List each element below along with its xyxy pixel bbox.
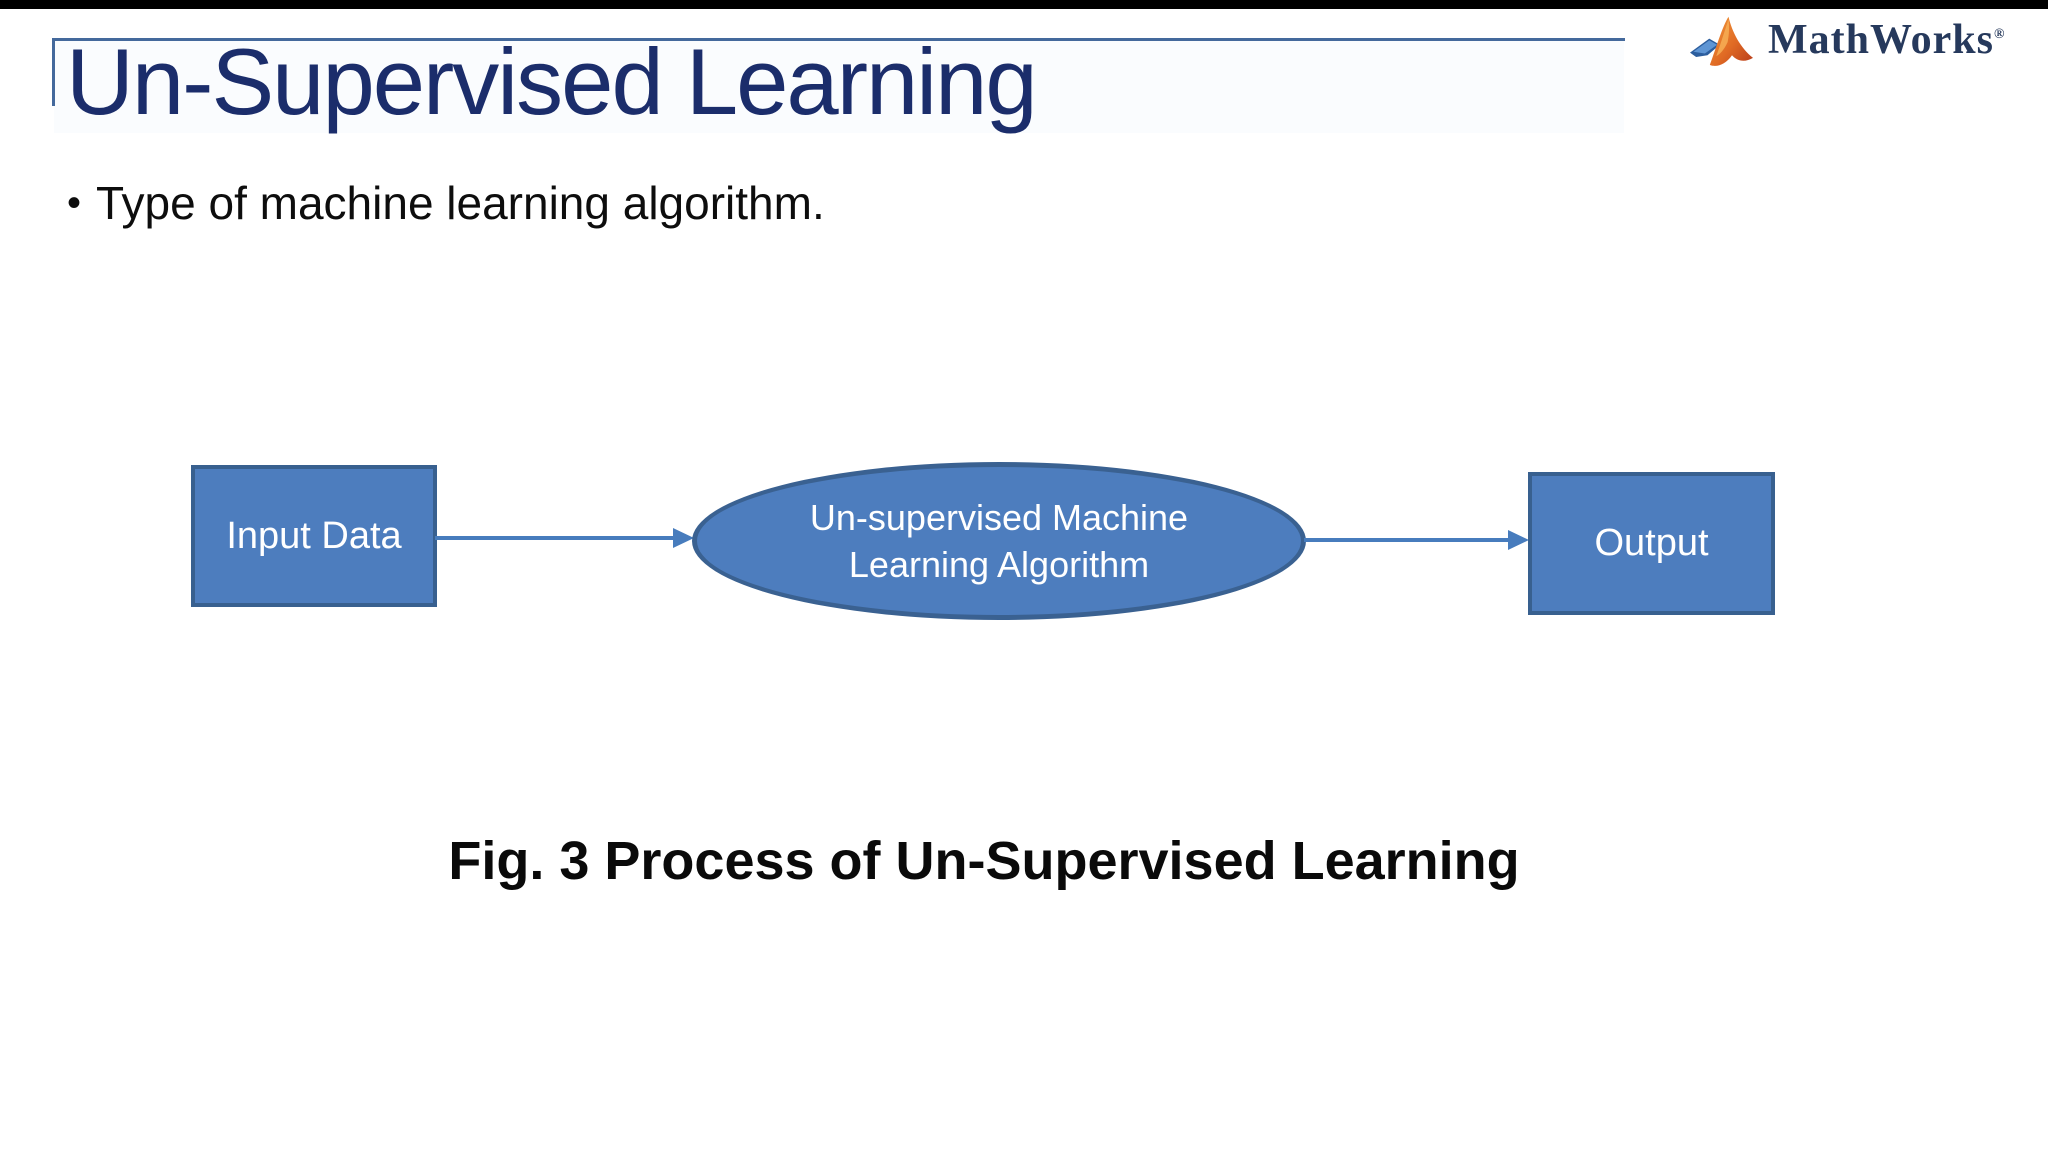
algorithm-label-line1: Un-supervised Machine [809, 497, 1189, 538]
diagram-node-algorithm: Un-supervised Machine Learning Algorithm [692, 462, 1306, 620]
bullet-item: • Type of machine learning algorithm. [52, 176, 825, 231]
diagram-node-output: Output [1528, 472, 1775, 615]
title-frame-left-line [52, 38, 55, 106]
page-title: Un-Supervised Learning [66, 29, 1038, 134]
bullet-marker: • [66, 181, 81, 225]
mathworks-logo: MathWorks® [1690, 14, 2004, 72]
mathworks-wordmark: MathWorks® [1768, 14, 2004, 61]
title-frame-top-line [52, 38, 1625, 41]
arrow-algorithm-to-output [1304, 530, 1529, 550]
input-node-label: Input Data [226, 514, 402, 557]
arrow-input-to-algorithm [435, 528, 694, 548]
bullet-text: Type of machine learning algorithm. [96, 177, 825, 229]
brand-name: MathWorks [1768, 17, 1995, 63]
top-black-bar [0, 0, 2048, 9]
title-placeholder-background [54, 41, 1624, 133]
registered-trademark-symbol: ® [1994, 27, 2005, 42]
figure-caption: Fig. 3 Process of Un-Supervised Learning [448, 831, 1520, 891]
matlab-membrane-icon [1690, 16, 1753, 66]
output-node-label: Output [1594, 522, 1709, 564]
algorithm-node-label: Un-supervised Machine Learning Algorithm [810, 494, 1188, 588]
diagram-node-input-data: Input Data [191, 465, 437, 607]
algorithm-label-line2: Learning Algorithm [848, 544, 1150, 585]
